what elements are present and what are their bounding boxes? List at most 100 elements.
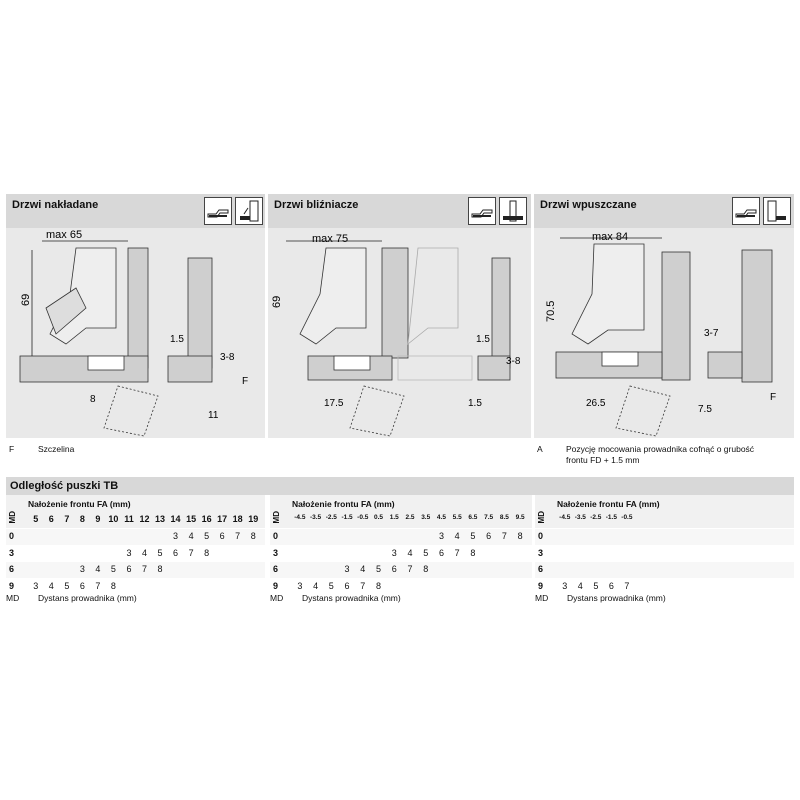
dim-height: 70.5 [545,301,557,322]
table-cell: 6 [486,531,492,541]
table-cell: 6 [608,580,614,591]
table-cell: 5 [423,547,429,558]
row-label: 6 [9,564,15,574]
column-header: 12 [139,514,150,524]
dim-b1: 26.5 [586,398,606,409]
diagram-twin: Drzwi bliźniacze max 75 69 1.5 3-8 17.5 … [268,194,531,470]
row-label: 6 [273,564,279,574]
table-cell: 7 [501,531,507,541]
column-header: 6 [48,514,54,524]
table-cell: 7 [454,547,460,558]
table-cell: 3 [297,580,303,591]
table-cell: 5 [110,564,116,574]
table-cell: 5 [328,580,334,591]
dim-gap-1: 1.5 [476,334,490,345]
footnote-key: F [9,444,15,454]
table-footer-text: Dystans prowadnika (mm) [38,593,137,603]
column-header: -4.5 [294,514,306,521]
tables-title: Odległość puszki TB [10,480,119,492]
table-cell: 7 [235,531,241,541]
panel-drawing: max 65 69 1.5 3-8 F 8 11 [6,228,265,438]
table-cell: 7 [624,580,630,591]
dim-max: max 75 [312,233,348,245]
table-row [535,578,794,594]
column-header: 7.5 [484,514,494,521]
column-header: 8.5 [499,514,509,521]
overlay-hinge-icon [204,197,232,225]
table-cell: 3 [344,564,350,574]
panel-drawing: max 84 70.5 3-7 F 26.5 7.5 [534,228,794,438]
table-cell: 6 [79,580,85,591]
table-cell: 8 [250,531,256,541]
table-cell: 4 [188,531,194,541]
panel-title: Drzwi nakładane [12,199,99,211]
hinge-drawing: max 75 69 1.5 3-8 17.5 1.5 [271,233,521,437]
table-footer-text: Dystans prowadnika (mm) [302,593,401,603]
row-label: 0 [273,531,279,541]
dim-height: 69 [271,296,283,308]
panel-title: Drzwi bliźniacze [274,199,359,211]
table-cell: 6 [344,580,350,591]
column-header: 9 [95,514,101,524]
column-header: 5 [33,514,39,524]
table-cell: 5 [376,564,382,574]
table-cell: 5 [204,531,210,541]
table-footer-text: Dystans prowadnika (mm) [567,593,666,603]
row-label: 6 [538,564,544,574]
dim-f: F [770,392,776,403]
dim-gap-1: 1.5 [170,334,184,345]
footnote-text: Szczelina [38,444,75,454]
table-header-band [6,495,265,528]
dim-b1: 8 [90,394,96,405]
table-cell: 4 [48,580,54,591]
table-row [6,578,265,594]
column-header: -3.5 [309,514,322,521]
dim-max: max 84 [592,231,628,243]
twin-door-icon [499,197,527,225]
overlay-door-icon [235,197,263,225]
twin-hinge-icon [468,197,496,225]
table-cell: 8 [423,564,429,574]
row-label: 9 [538,580,544,591]
table-cell: 8 [110,580,116,591]
panel-drawing: max 75 69 1.5 3-8 17.5 1.5 [268,228,531,438]
table-row [270,529,532,545]
table-cell: 5 [470,531,476,541]
table-cell: 4 [577,580,583,591]
column-header: -2.5 [325,514,337,521]
row-label: 3 [273,547,279,558]
boring-distance-table-2: Nałożenie frontu FA (mm)MD-4.5-3.5-2.5-1… [270,495,532,606]
inset-door-icon [763,197,791,225]
dim-b2: 1.5 [468,398,482,409]
table-cell: 4 [95,564,101,574]
fa-label: Nałożenie frontu FA (mm) [28,499,131,509]
column-header: 18 [232,514,243,524]
column-header: -0.5 [621,514,633,521]
table-cell: 7 [407,564,413,574]
table-cell: 8 [470,547,476,558]
column-header: 14 [170,514,181,524]
table-cell: 3 [126,547,132,558]
table-cell: 7 [188,547,194,558]
dim-b2: 11 [208,410,219,421]
table-cell: 8 [376,580,382,591]
column-header: 2.5 [405,514,415,521]
table-cell: 3 [79,564,85,574]
column-header: 7 [64,514,70,524]
column-header: 11 [124,514,134,524]
table-cell: 3 [173,531,179,541]
inset-hinge-icon [732,197,760,225]
panel-header: Drzwi bliźniacze [268,194,531,228]
column-header: 15 [186,514,197,524]
row-label: 9 [9,580,15,591]
column-header: -3.5 [574,514,586,521]
table-cell: 3 [391,547,397,558]
column-header: -4.5 [559,514,571,521]
table-footer-key: MD [6,593,20,603]
table-row [270,562,532,578]
table-row [535,562,794,578]
table-cell: 4 [141,547,147,558]
row-label: 3 [538,547,544,558]
table-cell: 5 [157,547,163,558]
